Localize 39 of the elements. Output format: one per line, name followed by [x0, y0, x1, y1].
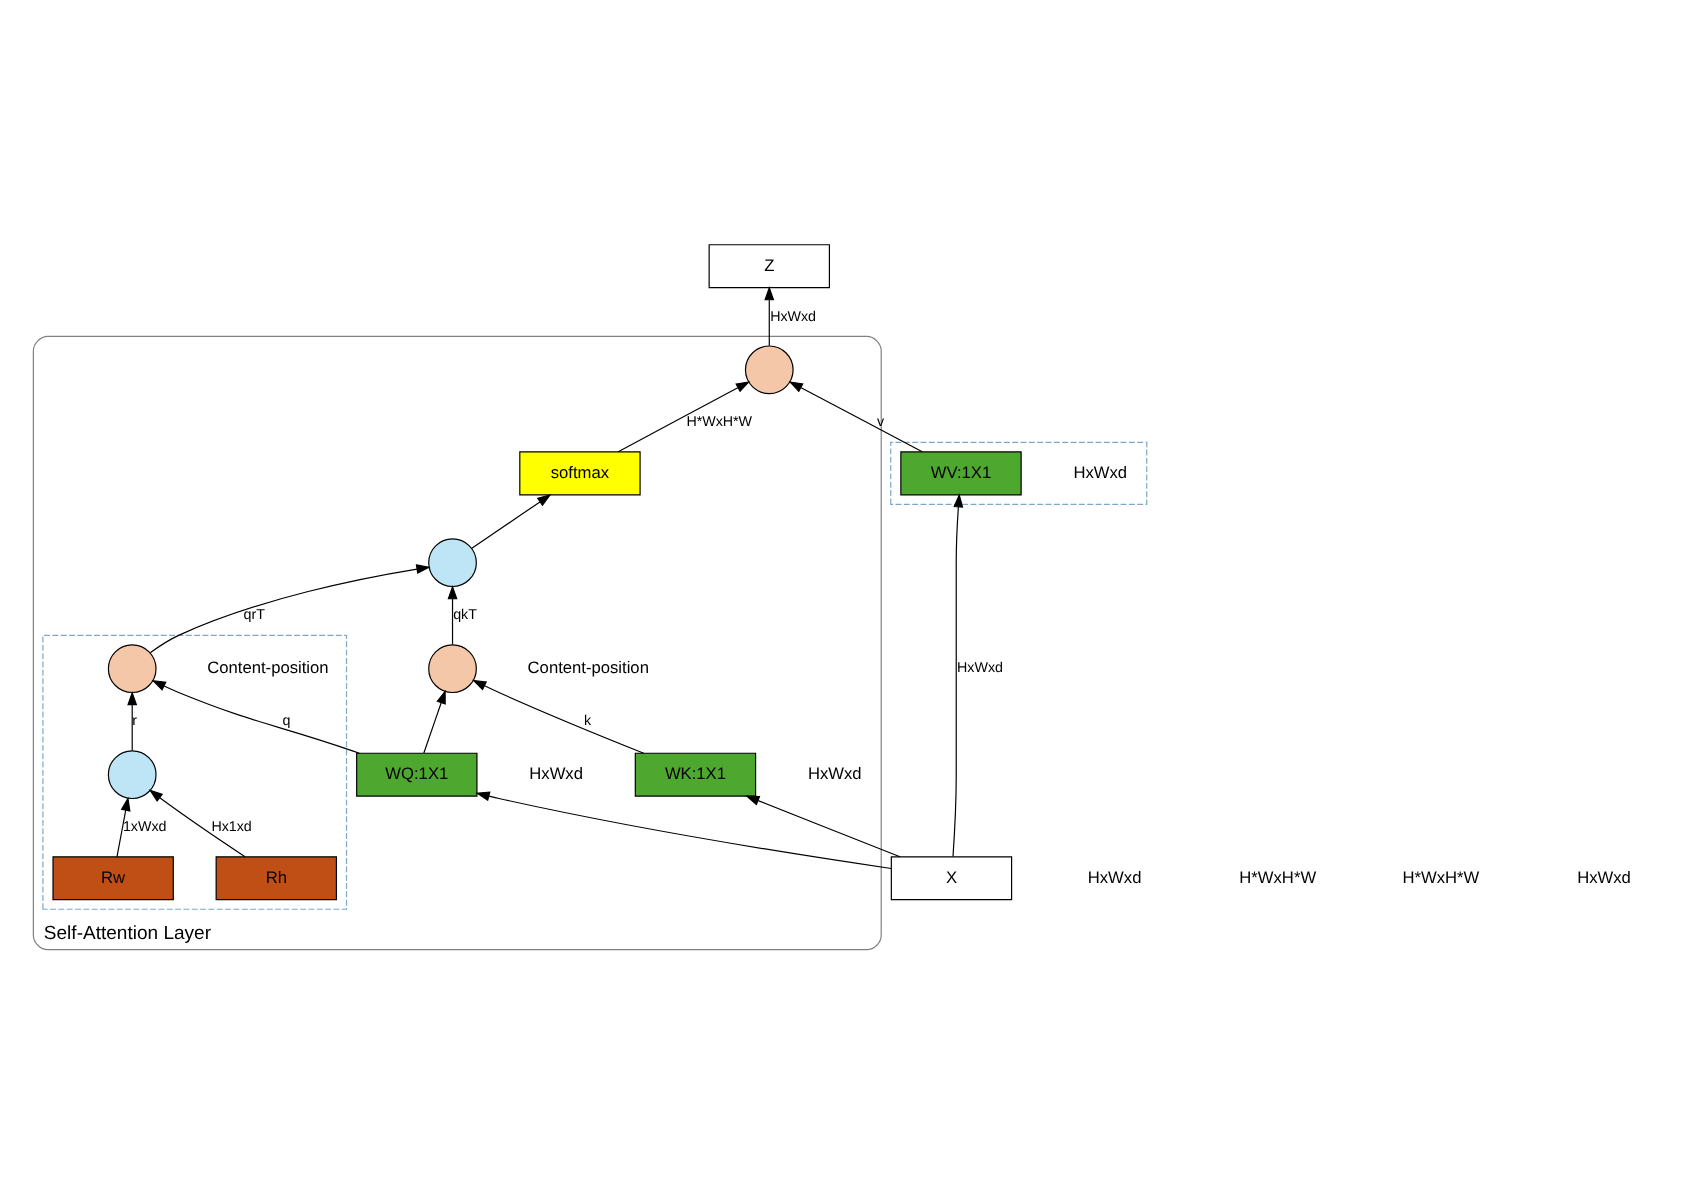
node-circle — [743, 344, 793, 394]
label: H*WxH*W — [1401, 865, 1479, 886]
arrow — [951, 492, 963, 857]
label: HxWxd — [1086, 865, 1141, 886]
label: H*WxH*W — [1238, 865, 1316, 886]
node-circle — [427, 537, 476, 587]
label: HxWxd — [1576, 865, 1630, 886]
node-circle — [106, 643, 156, 693]
arrow — [422, 688, 445, 753]
node-circle — [106, 749, 156, 799]
node-label: Content-position — [526, 656, 648, 677]
arrow — [763, 285, 774, 346]
node-label: Content-position — [206, 656, 328, 677]
node-box: Rh — [214, 855, 337, 900]
node-box: WK:1X1 — [633, 751, 756, 796]
node-box: Rw — [51, 855, 173, 900]
node-box: softmax — [518, 450, 640, 495]
node-box: WQ:1X1 — [355, 751, 477, 796]
arrow — [150, 679, 359, 753]
arrow — [446, 584, 457, 645]
node-box: WV:1X1 — [899, 450, 1021, 495]
arrow — [115, 795, 130, 857]
arrow — [787, 380, 922, 452]
arrow — [126, 690, 137, 751]
cluster — [889, 440, 1147, 504]
arrow — [470, 493, 551, 548]
node-circle — [427, 643, 476, 693]
arrow — [744, 794, 900, 857]
arrow — [147, 788, 245, 857]
arrow — [474, 790, 891, 869]
node-label: HxWxd — [528, 762, 582, 783]
node-box: X — [889, 855, 1012, 900]
node-box: Z — [707, 243, 829, 288]
arrow — [616, 380, 750, 452]
node-label: HxWxd — [806, 762, 861, 783]
node-label: HxWxd — [1072, 460, 1127, 481]
arrow — [148, 563, 430, 653]
arrow — [471, 678, 644, 753]
cluster — [41, 633, 347, 909]
